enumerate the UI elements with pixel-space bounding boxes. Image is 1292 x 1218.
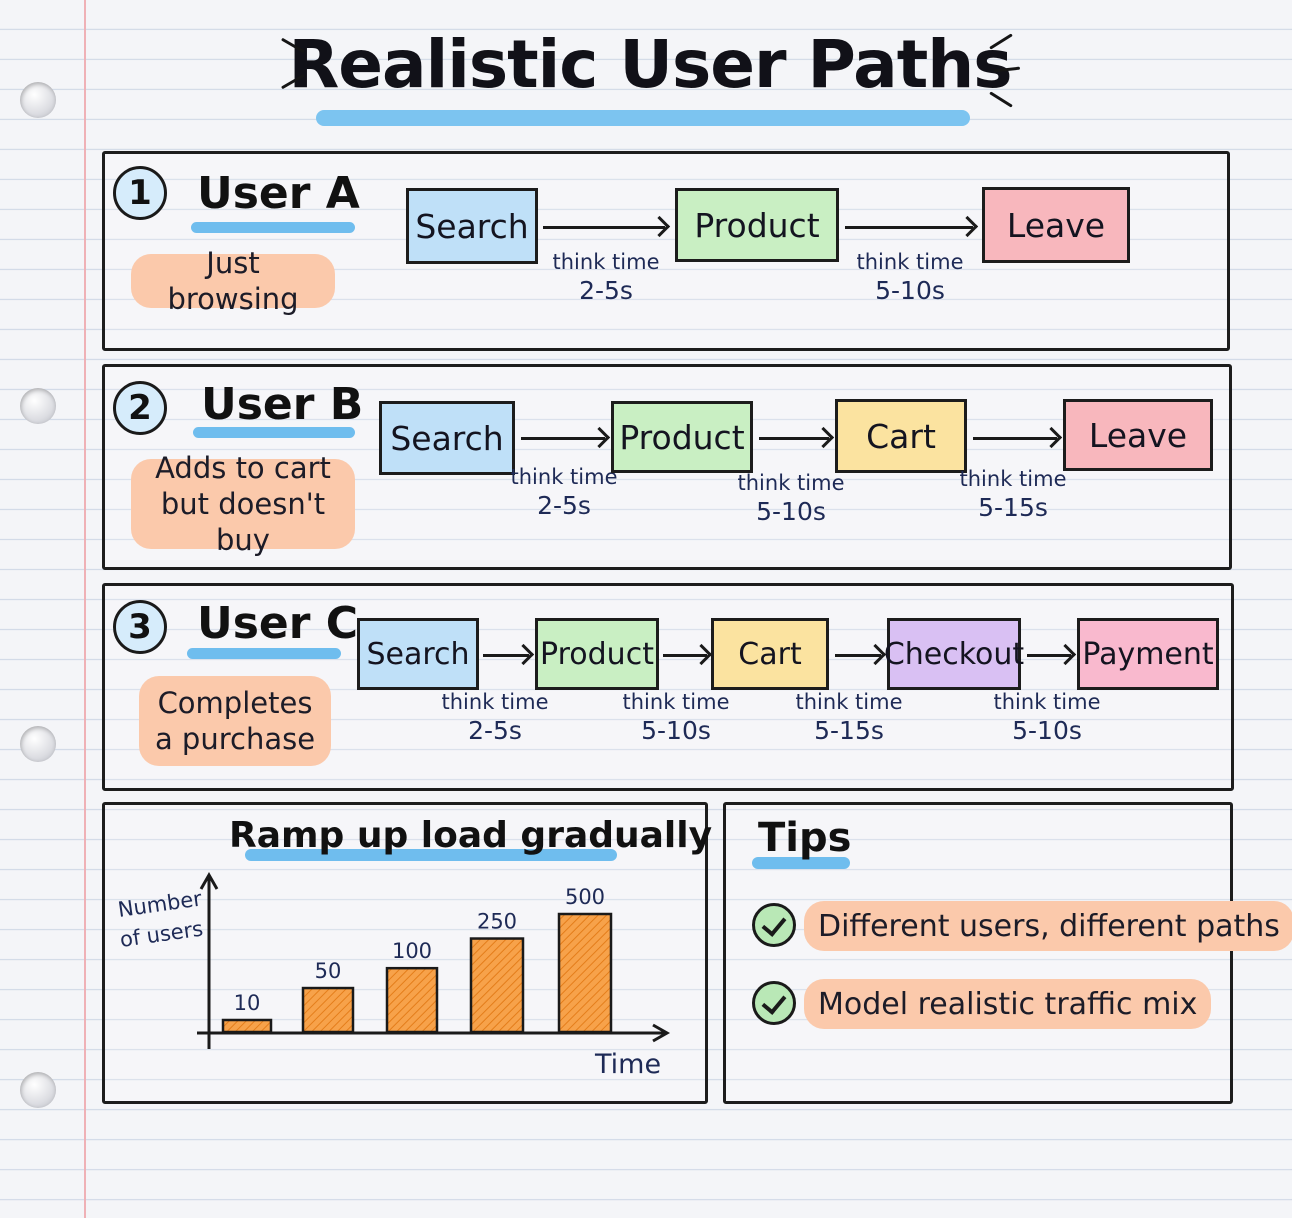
user-name: User B (201, 379, 364, 430)
bar-value-label: 50 (315, 959, 342, 983)
user-name-underline (193, 427, 355, 438)
user-a-panel: 1 User A Just browsing Search think time… (102, 151, 1230, 351)
arrow-icon (845, 226, 973, 229)
step-product: Product (675, 188, 839, 262)
step-payment: Payment (1077, 618, 1219, 690)
step-search: Search (357, 618, 479, 690)
y-axis-label-line1: Number (116, 886, 203, 922)
arrow-icon (759, 437, 829, 440)
ramp-chart-panel: Ramp up load gradually Time Number of us… (102, 802, 712, 1104)
notebook-margin-line (84, 0, 86, 1218)
step-cart: Cart (835, 399, 967, 473)
arrow-icon (663, 654, 707, 657)
step-checkout: Checkout (884, 618, 1024, 690)
step-cart: Cart (711, 618, 829, 690)
user-description: Completes a purchase (139, 676, 331, 766)
arrow-icon (1027, 654, 1071, 657)
x-axis-arrowhead (652, 1023, 671, 1043)
step-leave: Leave (1063, 399, 1213, 471)
binder-hole (20, 726, 56, 762)
user-number-badge: 3 (113, 600, 167, 654)
user-name-underline (187, 648, 341, 659)
binder-hole (20, 388, 56, 424)
tip-text: Model realistic traffic mix (804, 979, 1212, 1029)
bar-value-label: 500 (565, 885, 605, 909)
step-search: Search (406, 188, 538, 264)
bar-value-label: 250 (477, 910, 517, 934)
check-circle-icon (752, 903, 796, 947)
user-number-badge: 2 (113, 381, 167, 435)
chart-title-underline (245, 849, 617, 861)
step-search: Search (379, 401, 515, 475)
user-b-panel: 2 User B Adds to cart but doesn't buy Se… (102, 364, 1232, 570)
arrow-icon (973, 437, 1057, 440)
ramp-bar-chart: Time Number of users 10 50 100 250 500 (116, 871, 671, 1080)
chart-bar (385, 966, 439, 1034)
tips-title: Tips (758, 815, 852, 861)
chart-bar (557, 912, 613, 1034)
step-leave: Leave (982, 187, 1130, 263)
user-name: User A (197, 168, 360, 219)
check-circle-icon (752, 981, 796, 1025)
y-axis-arrowhead (199, 871, 219, 890)
binder-hole (20, 82, 56, 118)
user-number-badge: 1 (113, 166, 167, 220)
bar-value-label: 10 (234, 991, 261, 1015)
bar-value-label: 100 (392, 939, 432, 963)
user-description: Adds to cart but doesn't buy (131, 451, 355, 557)
user-name-underline (191, 222, 355, 233)
title-underline (316, 110, 970, 126)
tip-text: Different users, different paths (804, 901, 1292, 951)
arrow-icon (835, 654, 881, 657)
arrow-icon (521, 437, 605, 440)
step-product: Product (611, 401, 753, 473)
x-axis-label: Time (594, 1049, 661, 1080)
tips-panel: Tips Different users, different paths Mo… (723, 802, 1292, 1104)
page-title: Realistic User Paths (288, 26, 1012, 103)
title-area: Realistic User Paths (270, 18, 1030, 138)
y-axis-label-line2: of users (118, 917, 204, 952)
user-name: User C (197, 598, 359, 649)
binder-hole (20, 1072, 56, 1108)
arrow-icon (543, 226, 665, 229)
chart-bar (221, 1018, 273, 1034)
chart-bar (301, 986, 355, 1034)
user-c-panel: 3 User C Completes a purchase Search thi… (102, 583, 1234, 791)
tips-title-underline (752, 857, 850, 869)
chart-bar (469, 937, 525, 1034)
arrow-icon (483, 654, 529, 657)
step-product: Product (535, 618, 659, 690)
chart-title: Ramp up load gradually (229, 815, 713, 856)
user-description: Just browsing (131, 246, 335, 316)
